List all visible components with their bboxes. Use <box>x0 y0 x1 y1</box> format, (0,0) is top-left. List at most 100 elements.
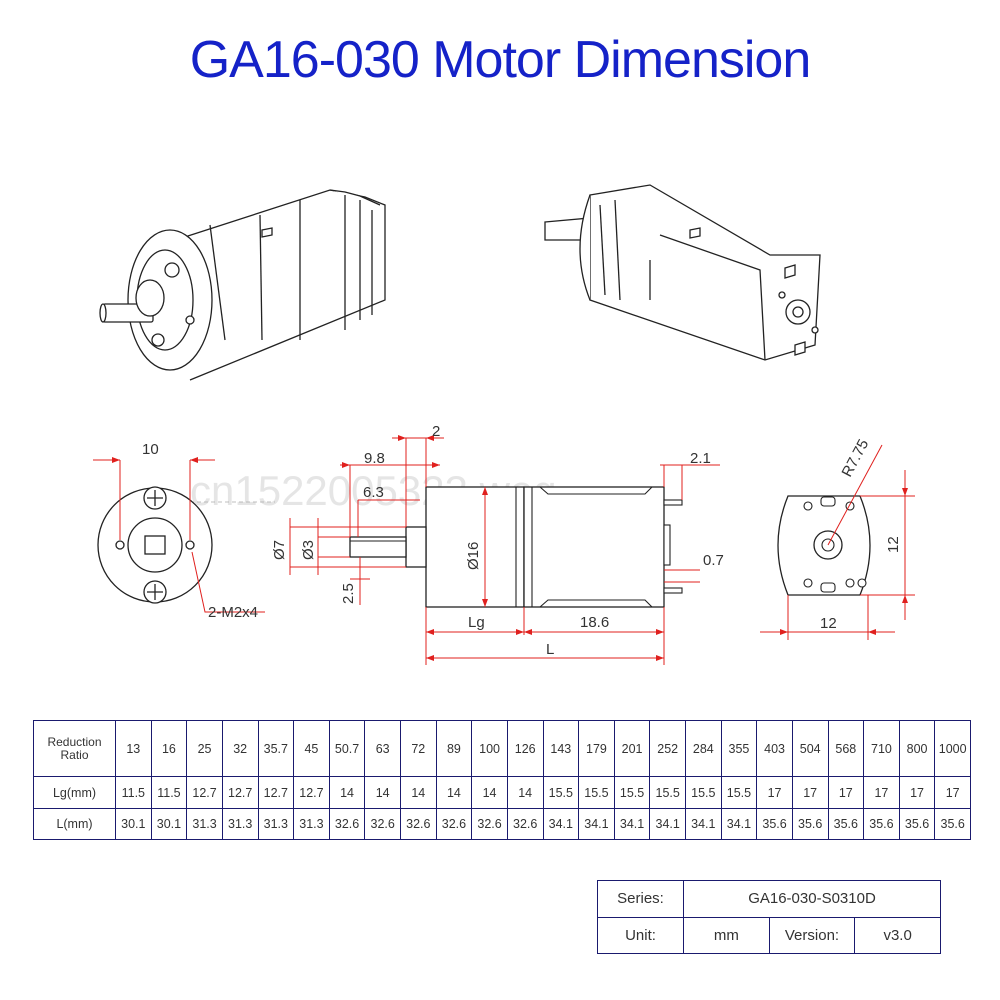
front-view <box>93 457 275 613</box>
dim-rear-height: 12 <box>885 536 902 553</box>
unit-row: Unit: mm Version: v3.0 <box>597 916 941 954</box>
table-cell: 568 <box>827 719 865 778</box>
table-cell: 34.1 <box>613 807 651 841</box>
table-cell: 31.3 <box>293 807 330 841</box>
table-cell: 25 <box>186 719 223 778</box>
table-cell: 50.7 <box>328 719 366 778</box>
table-cell: 16 <box>150 719 188 778</box>
table-cell: 35.6 <box>756 807 793 841</box>
table-cell: 32.6 <box>364 807 401 841</box>
table-cell: 17 <box>827 776 865 809</box>
dim-terminal-len: 2.1 <box>690 450 711 467</box>
dim-motor-len: 18.6 <box>580 614 609 631</box>
table-cell: 1000 <box>934 719 971 778</box>
dim-shaft-dia: Ø3 <box>300 540 317 560</box>
table-cell: 710 <box>863 719 900 778</box>
table-cell: 179 <box>578 719 615 778</box>
version-value: v3.0 <box>854 916 941 954</box>
table-cell: 12.7 <box>257 776 295 809</box>
side-view <box>289 435 720 665</box>
table-cell: 11.5 <box>115 776 152 809</box>
table-cell: 17 <box>756 776 793 809</box>
table-cell: 15.5 <box>685 776 722 809</box>
dim-shaft-len: 9.8 <box>364 450 385 467</box>
table-cell: 126 <box>506 719 544 778</box>
dim-front-width: 10 <box>142 441 159 458</box>
table-cell: 17 <box>791 776 829 809</box>
table-cell: 201 <box>613 719 651 778</box>
table-cell: 35.6 <box>863 807 900 841</box>
table-cell: 143 <box>542 719 580 778</box>
table-cell: 14 <box>435 776 473 809</box>
table-cell: 34.1 <box>542 807 580 841</box>
table-cell: 34.1 <box>649 807 686 841</box>
page-title: GA16-030 Motor Dimension <box>189 31 812 89</box>
table-cell: 32.6 <box>328 807 366 841</box>
table-cell: 15.5 <box>578 776 615 809</box>
dim-boss-dia: Ø7 <box>271 540 288 560</box>
table-cell: 34.1 <box>720 807 758 841</box>
dim-total-len: L <box>546 641 554 658</box>
table-cell: 89 <box>435 719 473 778</box>
motor-3d-view-rear <box>544 184 821 361</box>
table-cell: 12.7 <box>293 776 330 809</box>
table-cell: 15.5 <box>613 776 651 809</box>
row-label: L(mm) <box>33 807 116 841</box>
table-cell: 12.7 <box>221 776 259 809</box>
table-cell: 35.6 <box>827 807 865 841</box>
table-cell: 72 <box>400 719 437 778</box>
unit-value: mm <box>683 916 770 954</box>
table-cell: 32.6 <box>471 807 508 841</box>
motor-3d-view-front <box>99 189 386 381</box>
table-cell: 14 <box>328 776 366 809</box>
dim-shaft-flat-len: 2 <box>432 423 440 440</box>
table-cell: 34.1 <box>578 807 615 841</box>
table-cell: 45 <box>293 719 330 778</box>
table-cell: 15.5 <box>542 776 580 809</box>
table-cell: 100 <box>471 719 508 778</box>
dim-rear-width: 12 <box>820 615 837 632</box>
table-cell: 35.6 <box>898 807 936 841</box>
table-cell: 30.1 <box>150 807 188 841</box>
table-cell: 14 <box>471 776 508 809</box>
table-cell: 31.3 <box>257 807 295 841</box>
series-row: Series: GA16-030-S0310D <box>597 880 941 918</box>
table-cell: 32.6 <box>435 807 473 841</box>
table-cell: 355 <box>720 719 758 778</box>
table-cell: 252 <box>649 719 686 778</box>
table-cell: 31.3 <box>221 807 259 841</box>
table-cell: 34.1 <box>685 807 722 841</box>
dim-rear-radius: R7.75 <box>839 437 873 480</box>
table-cell: 32 <box>221 719 259 778</box>
title-block-table: Series: GA16-030-S0310D Unit: mm Version… <box>597 880 941 954</box>
table-cell: 800 <box>898 719 936 778</box>
table-cell: 15.5 <box>649 776 686 809</box>
table-cell: 31.3 <box>186 807 223 841</box>
table-cell: 32.6 <box>506 807 544 841</box>
table-cell: 14 <box>506 776 544 809</box>
table-cell: 284 <box>685 719 722 778</box>
table-cell: 403 <box>756 719 793 778</box>
table-cell: 35.6 <box>934 807 971 841</box>
table-cell: 14 <box>364 776 401 809</box>
table-cell: 63 <box>364 719 401 778</box>
table-cell: 13 <box>115 719 152 778</box>
table-cell: 30.1 <box>115 807 152 841</box>
series-value: GA16-030-S0310D <box>683 880 941 918</box>
dim-flat-depth: 2.5 <box>340 583 357 604</box>
version-label: Version: <box>768 916 856 954</box>
dim-gear-dia: Ø16 <box>465 542 482 570</box>
dim-shaft-extra: 6.3 <box>363 484 384 501</box>
unit-label: Unit: <box>597 916 684 954</box>
dim-hole-spec: 2-M2x4 <box>208 604 258 621</box>
rear-view <box>760 444 915 640</box>
table-cell: 12.7 <box>186 776 223 809</box>
table-cell: 504 <box>791 719 829 778</box>
table-cell: 17 <box>934 776 971 809</box>
table-cell: 11.5 <box>150 776 188 809</box>
